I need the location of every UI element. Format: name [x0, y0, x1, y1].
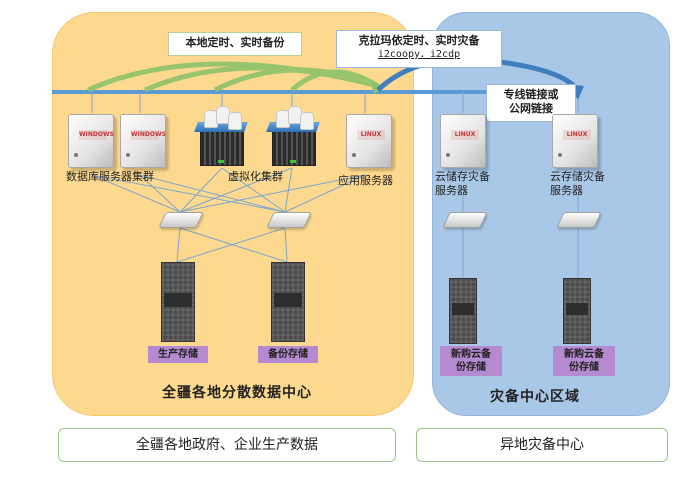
local-backup-text: 本地定时、实时备份: [185, 36, 285, 49]
footer-dr-text: 异地灾备中心: [500, 437, 584, 453]
app-server-label: 应用服务器: [338, 174, 393, 187]
app-server-icon: LINUX: [346, 114, 392, 168]
production-storage-tag: 生产存储: [148, 346, 208, 363]
db-cluster-label: 数据库服务器集群: [66, 170, 154, 183]
dr-server-1-label: 云储存灾备 服务器: [435, 170, 490, 197]
cloud-storage-icon: [449, 278, 477, 344]
dr-server-icon: LINUX: [440, 114, 486, 168]
remote-backup-callout: 克拉玛依定时、实时灾备 i2coopy．i2cdp: [336, 30, 502, 68]
dr-region-title: 灾备中心区域: [490, 389, 580, 405]
remote-backup-subtitle: i2coopy．i2cdp: [377, 49, 461, 60]
cloud-storage-1-tag: 新购云备 份存储: [440, 346, 502, 376]
virtualization-cluster-label: 虚拟化集群: [228, 170, 283, 183]
local-backup-callout: 本地定时、实时备份: [168, 32, 302, 56]
link-type-line2: 公网链接: [509, 102, 553, 115]
footer-local-box: 全疆各地政府、企业生产数据: [58, 428, 396, 462]
db-server-icon: WINDOWS: [68, 114, 114, 168]
local-region-title: 全疆各地分散数据中心: [162, 385, 312, 401]
footer-local-text: 全疆各地政府、企业生产数据: [136, 437, 318, 453]
virtualization-blade-icon: [194, 106, 248, 166]
network-switch-icon: [442, 212, 488, 228]
network-switch-icon: [556, 212, 602, 228]
server-switch-links: [91, 167, 366, 213]
dr-server-icon: LINUX: [552, 114, 598, 168]
switch-storage-links: [176, 227, 288, 263]
remote-backup-title: 克拉玛依定时、实时灾备: [358, 34, 480, 47]
cloud-storage-icon: [563, 278, 591, 344]
dr-links: [462, 195, 579, 278]
backup-storage-icon: [271, 262, 305, 342]
network-switch-icon: [158, 212, 204, 228]
production-storage-icon: [161, 262, 195, 342]
network-switch-icon: [266, 212, 312, 228]
cloud-storage-2-tag: 新购云备 份存储: [553, 346, 615, 376]
db-server-icon: WINDOWS: [120, 114, 166, 168]
backup-storage-tag: 备份存储: [258, 346, 318, 363]
link-type-line1: 专线链接或: [503, 88, 559, 101]
local-backup-arrowhead: [370, 80, 384, 94]
backbone-drops: [91, 92, 579, 113]
dr-server-2-label: 云存储灾备 服务器: [550, 170, 605, 197]
footer-dr-box: 异地灾备中心: [416, 428, 668, 462]
local-backup-arrows: [86, 61, 380, 93]
virtualization-blade-icon: [266, 106, 320, 166]
